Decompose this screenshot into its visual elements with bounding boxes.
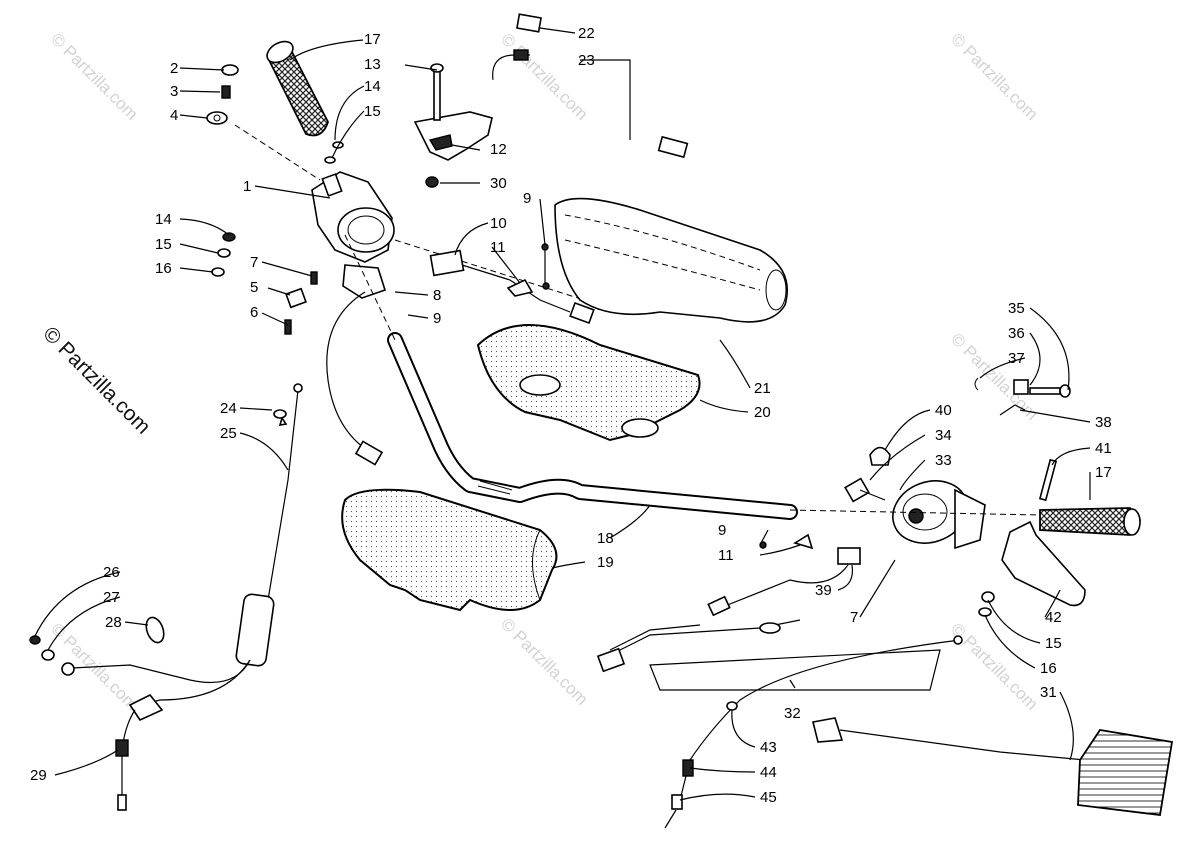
copyright-notice: © Partzilla.com [38,322,154,438]
handlebar-cover [476,324,701,442]
callout-29: 29 [30,767,47,784]
crossbar-pad [554,197,789,323]
watermark-7: © Partzilla.com [947,619,1041,713]
callout-34: 34 [935,427,952,444]
callout-9-top: 9 [523,190,531,207]
throttle-cable-right [649,635,963,829]
callout-40: 40 [935,402,952,419]
callout-9-right: 9 [718,522,726,539]
callout-14-top: 14 [364,78,381,95]
callout-39: 39 [815,582,832,599]
leader-lines [34,27,1091,801]
callout-1: 1 [243,178,251,195]
callout-12: 12 [490,141,507,158]
callout-23: 23 [578,52,595,69]
callout-33: 33 [935,452,952,469]
callout-7-left: 7 [250,254,258,271]
callout-16-left: 16 [155,260,172,277]
left-switch-housing [311,171,601,306]
callout-13: 13 [364,56,381,73]
watermark-5: © Partzilla.com [497,614,591,708]
callout-15-right: 15 [1045,635,1062,652]
callout-11-right: 11 [718,547,734,564]
callout-22: 22 [578,25,595,42]
callout-25: 25 [220,425,237,442]
callout-14-left: 14 [155,211,172,228]
callout-42: 42 [1045,609,1062,626]
callout-26: 26 [103,564,120,581]
watermark-4: © Partzilla.com [947,329,1041,423]
wire-harness-top [490,13,689,159]
callout-17-left: 17 [364,31,381,48]
handlebar-pad [341,488,558,612]
callout-44: 44 [760,764,777,781]
callout-19: 19 [597,554,614,571]
left-switch-connector [429,243,595,325]
handlebar [344,234,798,520]
callout-11-top: 11 [490,239,506,256]
left-brake-lever [324,63,493,188]
right-grip [1039,507,1142,536]
callout-16-right: 16 [1040,660,1057,677]
callout-15-top: 15 [364,103,381,120]
callout-9-mid: 9 [433,310,441,327]
callout-3: 3 [170,83,178,100]
callout-35: 35 [1008,300,1025,317]
callout-24: 24 [220,400,237,417]
right-small-hardware [869,377,1071,502]
callout-43: 43 [760,739,777,756]
callout-15-left: 15 [155,236,172,253]
callout-45: 45 [760,789,777,806]
callout-38: 38 [1095,414,1112,431]
callout-20: 20 [754,404,771,421]
callout-5: 5 [250,279,258,296]
callout-21: 21 [754,380,771,397]
callout-36: 36 [1008,325,1025,342]
callout-7-right: 7 [850,609,858,626]
watermark-3: © Partzilla.com [947,29,1041,123]
callout-10: 10 [490,215,507,232]
callout-4: 4 [170,107,178,124]
callout-8: 8 [433,287,441,304]
callout-32: 32 [784,705,801,722]
callout-labels: 2 3 4 1 14 15 16 7 5 6 17 13 14 15 12 30… [30,25,1112,806]
callout-30: 30 [490,175,507,192]
callout-37: 37 [1008,350,1025,367]
callout-31: 31 [1040,684,1057,701]
heater-element [812,717,1174,816]
right-wiring [596,477,886,673]
throttle-cable-assembly [29,383,303,811]
watermark-1: © Partzilla.com [47,29,141,123]
callout-27: 27 [103,589,120,606]
right-brake-lever [978,520,1086,617]
callout-41: 41 [1095,440,1112,457]
callout-17-right: 17 [1095,464,1112,481]
callout-28: 28 [105,614,122,631]
left-grip [266,40,329,137]
callout-2: 2 [170,60,178,77]
watermark-2: © Partzilla.com [497,29,591,123]
right-switch-housing [789,480,1041,550]
callout-18: 18 [597,530,614,547]
throttle-cable-left [326,291,384,466]
callout-6: 6 [250,304,258,321]
